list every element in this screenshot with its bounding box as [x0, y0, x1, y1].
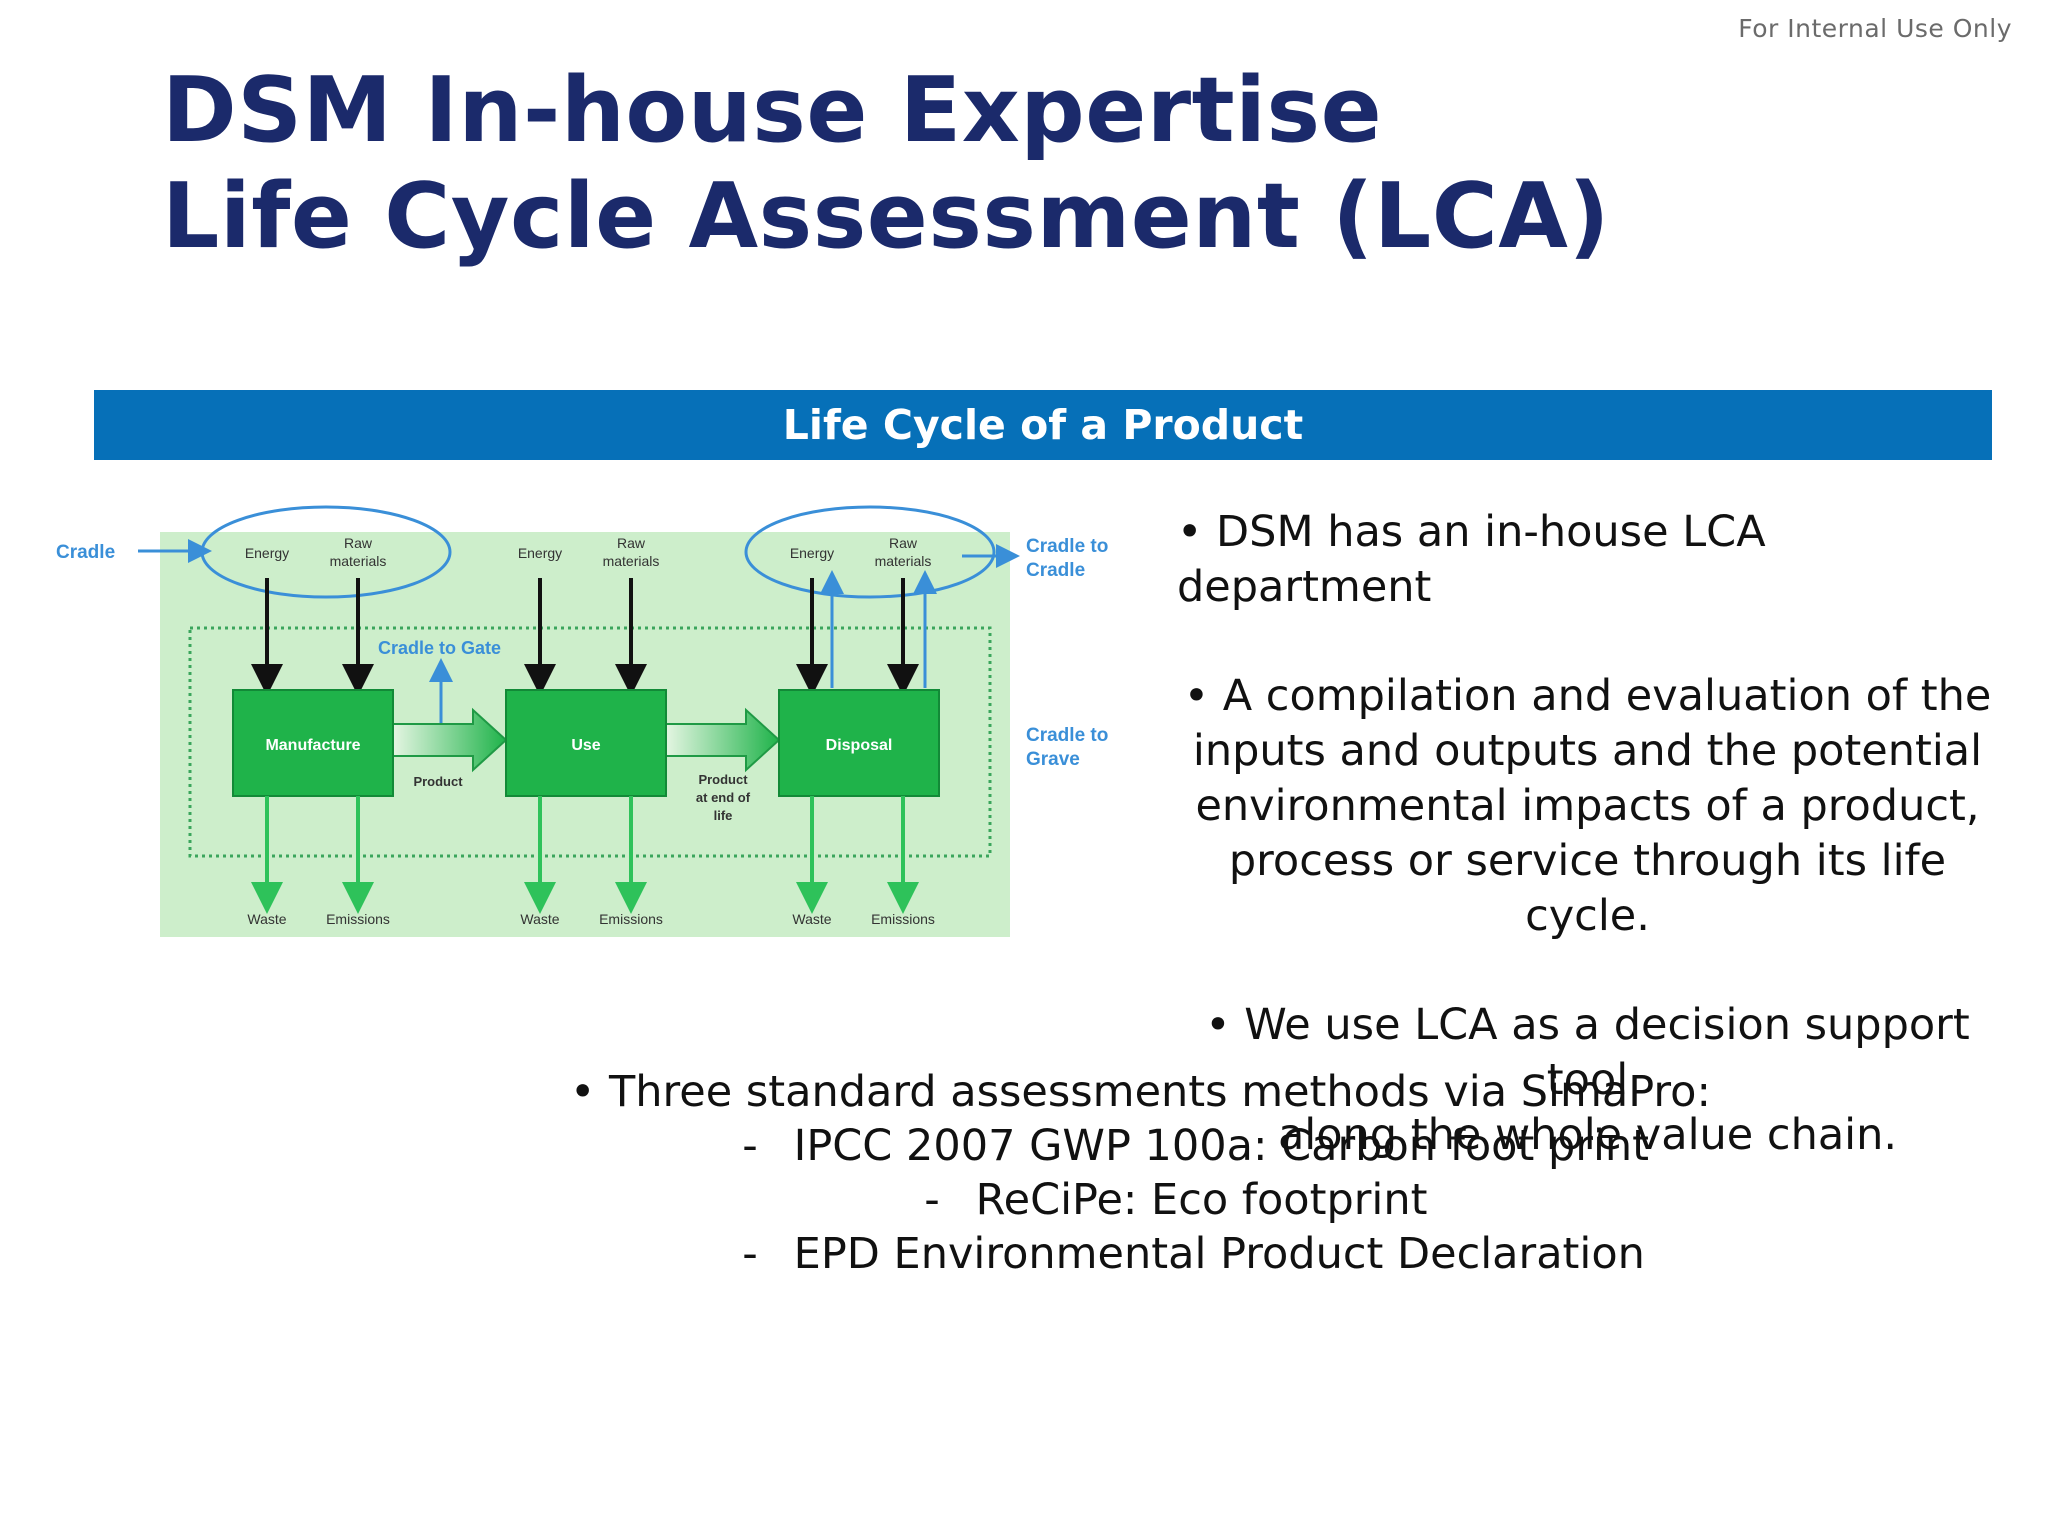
title-line-2: Life Cycle Assessment (LCA) — [162, 164, 1611, 269]
energy-label-2: Energy — [518, 545, 562, 561]
cradle-to-grave-frame — [188, 626, 992, 858]
methods-intro: • Three standard assessments methods via… — [570, 1067, 1711, 1117]
life-cycle-diagram: Cradle Cradle to Cradle Cradle to Grave … — [56, 505, 1108, 937]
method-text: IPCC 2007 GWP 100a: Carbon foot print — [793, 1121, 1650, 1171]
cradle-to-cradle-label-1: Cradle to — [1026, 536, 1108, 557]
emissions-label-2: Emissions — [599, 911, 663, 927]
classification-label: For Internal Use Only — [1738, 14, 2012, 43]
raw-label-3a: Raw — [889, 535, 918, 551]
section-banner: Life Cycle of a Product — [94, 390, 1992, 460]
stage-box-disposal — [778, 689, 940, 797]
cradle-ellipse-right — [744, 505, 996, 599]
raw-label-2b: materials — [603, 553, 660, 569]
waste-label-2: Waste — [520, 911, 559, 927]
bullet-lca-definition: • A compilation and evaluation of the in… — [1165, 669, 2010, 944]
bullet-decision-support: • We use LCA as a decision support tool … — [1165, 998, 2010, 1163]
method-item-recipe: - ReCiPe: Eco footprint — [540, 1173, 1740, 1227]
flow-arrow-end-of-life — [664, 707, 781, 773]
method-text: EPD Environmental Product Declaration — [793, 1229, 1645, 1279]
bullet-line: • We use LCA as a decision support tool — [1205, 1000, 1970, 1105]
flow-arrow-product — [391, 707, 508, 773]
waste-label-3: Waste — [792, 911, 831, 927]
raw-label-2a: Raw — [617, 535, 646, 551]
list-dash: - — [924, 1175, 940, 1225]
bullet-line: process or service through its life cycl… — [1228, 836, 1947, 941]
slide-title: DSM In-house Expertise Life Cycle Assess… — [162, 58, 1610, 270]
assessment-methods: • Three standard assessments methods via… — [540, 1065, 1740, 1281]
raw-label-1b: materials — [330, 553, 387, 569]
raw-label-3b: materials — [875, 553, 932, 569]
raw-label-1a: Raw — [344, 535, 373, 551]
bullet-line: along the whole value chain. — [1277, 1110, 1898, 1160]
title-line-1: DSM In-house Expertise — [162, 58, 1383, 163]
stage-label-disposal: Disposal — [826, 737, 893, 754]
energy-label-1: Energy — [245, 545, 289, 561]
method-item-epd: - EPD Environmental Product Declaration — [540, 1227, 1740, 1281]
stage-label-use: Use — [571, 737, 600, 754]
bullet-line: environmental impacts of a product, — [1195, 781, 1980, 831]
bullet-line: • A compilation and evaluation of the — [1183, 671, 1992, 721]
stage-box-manufacture — [232, 689, 394, 797]
key-points: • DSM has an in-house LCA department • A… — [1165, 505, 2010, 1217]
input-arrows — [251, 578, 919, 696]
method-item-ipcc: - IPCC 2007 GWP 100a: Carbon foot print — [540, 1119, 1740, 1173]
bullet-line: • DSM has an in-house LCA department — [1177, 507, 1766, 612]
cradle-to-cradle-label-2: Cradle — [1026, 560, 1085, 581]
output-arrows — [251, 796, 919, 914]
cradle-to-gate-label: Cradle to Gate — [378, 638, 501, 658]
cradle-to-grave-label-1: Cradle to — [1026, 725, 1108, 746]
banner-text: Life Cycle of a Product — [782, 401, 1304, 449]
bullet-line: inputs and outputs and the potential — [1192, 726, 1983, 776]
product-label: Product — [413, 774, 463, 789]
stage-label-manufacture: Manufacture — [265, 737, 360, 754]
product-eol-label-1: Product — [698, 772, 748, 787]
cradle-to-grave-label-2: Grave — [1026, 749, 1080, 770]
product-eol-label-3: life — [714, 808, 733, 823]
product-eol-label-2: at end of — [696, 790, 751, 805]
cradle-label: Cradle — [56, 542, 115, 563]
list-dash: - — [742, 1229, 758, 1279]
stage-box-use — [505, 689, 667, 797]
emissions-label-3: Emissions — [871, 911, 935, 927]
list-dash: - — [742, 1121, 758, 1171]
waste-label-1: Waste — [247, 911, 286, 927]
bullet-lca-department: • DSM has an in-house LCA department — [1165, 505, 2010, 615]
emissions-label-1: Emissions — [326, 911, 390, 927]
energy-label-3: Energy — [790, 545, 834, 561]
method-text: ReCiPe: Eco footprint — [975, 1175, 1428, 1225]
